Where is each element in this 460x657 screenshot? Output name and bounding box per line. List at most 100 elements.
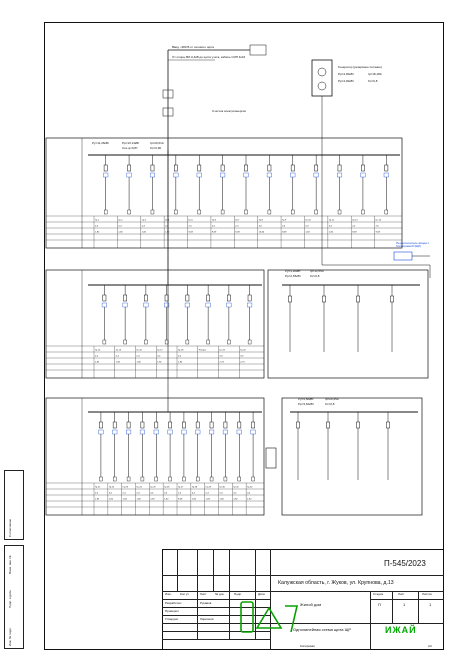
load-terminal bbox=[384, 209, 389, 215]
section1-param-4: Cos φ=0,87 bbox=[122, 146, 138, 150]
generator-box bbox=[311, 59, 333, 97]
load-current: 1,82 bbox=[142, 232, 147, 234]
load-current: 1,82 bbox=[95, 362, 100, 364]
section2-right-panel bbox=[267, 269, 429, 379]
load-name: Гр.16 bbox=[137, 350, 143, 352]
section2-param-3: Pр=2,56кВт bbox=[285, 274, 301, 278]
breaker-1-8 bbox=[267, 164, 272, 172]
load-terminal bbox=[102, 339, 107, 345]
breaker-2-8 bbox=[247, 294, 252, 302]
load-current: 1,82 bbox=[137, 362, 142, 364]
load-terminal bbox=[140, 476, 145, 482]
stage-value: П bbox=[378, 602, 381, 607]
load-name: Гр.3 bbox=[142, 220, 147, 222]
section2-param-4: Kс=0,8 bbox=[310, 274, 320, 278]
load-power: 0,4 bbox=[137, 356, 141, 358]
main-breaker bbox=[162, 107, 174, 117]
right-breaker bbox=[288, 295, 292, 303]
right-breaker-3 bbox=[386, 421, 390, 429]
breaker-tag bbox=[139, 429, 145, 435]
load-terminal bbox=[154, 476, 158, 482]
breaker-tag bbox=[173, 172, 179, 178]
load-current: 1,82 bbox=[95, 499, 100, 501]
breaker-tag bbox=[195, 429, 201, 435]
breaker-tag bbox=[243, 172, 249, 178]
role-approved: Утвердил bbox=[165, 617, 179, 621]
load-current: 1,82 bbox=[178, 362, 183, 364]
load-terminal bbox=[206, 339, 210, 345]
breaker-1-12 bbox=[361, 164, 365, 172]
load-name: Гр.18 bbox=[178, 350, 184, 352]
section1-param-3: Iр=20,61А bbox=[150, 141, 164, 145]
breaker-1-4 bbox=[173, 164, 178, 172]
generator-symbol-1 bbox=[317, 67, 327, 77]
breaker-3-4 bbox=[140, 421, 145, 429]
load-terminal bbox=[314, 209, 318, 215]
breaker-1-6 bbox=[220, 164, 225, 172]
load-terminal bbox=[150, 209, 155, 215]
load-terminal bbox=[164, 339, 169, 345]
breaker-2-2 bbox=[123, 294, 127, 302]
breaker-tag bbox=[196, 172, 202, 178]
load-power: 0,4 bbox=[247, 493, 251, 495]
load-terminal bbox=[209, 476, 214, 482]
load-terminal bbox=[227, 339, 231, 345]
generator-param-3: Pр=4,00кВт bbox=[338, 79, 354, 83]
role-checked: Проверил bbox=[165, 609, 179, 613]
head-label-doc: № док. bbox=[215, 592, 225, 596]
breaker-3-12 bbox=[251, 421, 255, 429]
sheets-value: 1 bbox=[429, 602, 432, 607]
load-current: 1,82 bbox=[116, 362, 121, 364]
load-power: 0,4 bbox=[142, 226, 146, 228]
load-name: Гр.20 bbox=[240, 350, 246, 352]
breaker-tag bbox=[167, 429, 173, 435]
load-power: 0,4 bbox=[109, 493, 113, 495]
meter-box bbox=[162, 89, 174, 99]
generator-symbol-2 bbox=[317, 81, 327, 91]
breaker-2-7 bbox=[227, 294, 231, 302]
load-current: 9,09 bbox=[189, 232, 194, 234]
right-breaker-3 bbox=[326, 421, 330, 429]
load-current: 13,64 bbox=[259, 232, 265, 234]
right-breaker bbox=[356, 295, 360, 303]
section1-param-5: Kс=0,90 bbox=[150, 146, 162, 150]
breaker-tag bbox=[98, 429, 104, 435]
load-name: Гр.8 bbox=[259, 220, 264, 222]
section-frame-1 bbox=[45, 137, 403, 249]
load-power: 0,4 bbox=[116, 356, 120, 358]
load-name: Гр.14 bbox=[95, 350, 101, 352]
breaker-tag bbox=[236, 429, 242, 435]
load-name: Гр.1 bbox=[95, 220, 100, 222]
breaker-tag bbox=[222, 429, 228, 435]
drawing-frame bbox=[44, 22, 444, 650]
breaker-tag bbox=[337, 172, 343, 178]
breaker-1-3 bbox=[150, 164, 155, 172]
generator-label: Генератор (резервное питание) bbox=[338, 65, 382, 69]
breaker-3-9 bbox=[209, 421, 214, 429]
load-terminal bbox=[244, 209, 248, 215]
load-power: 0,4 bbox=[118, 226, 122, 228]
breaker-2-6 bbox=[206, 294, 210, 302]
breaker-tag bbox=[209, 429, 215, 435]
section-frame-3 bbox=[45, 397, 265, 516]
load-power: 0,4 bbox=[305, 226, 309, 228]
breaker-tag bbox=[226, 302, 232, 308]
load-terminal bbox=[127, 209, 131, 215]
section1-param-2: Pр=10,13кВт bbox=[122, 141, 140, 145]
load-current: 1,82 bbox=[329, 232, 334, 234]
load-power: 2,0 bbox=[235, 226, 239, 228]
load-power: 0,4 bbox=[220, 493, 224, 495]
sheets-label: Листов bbox=[422, 592, 432, 596]
load-power: 0,4 bbox=[164, 493, 168, 495]
breaker-1-11 bbox=[337, 164, 342, 172]
load-terminal bbox=[196, 476, 200, 482]
load-power: 2,0 bbox=[189, 226, 193, 228]
load-name: Гр.25 bbox=[150, 487, 156, 489]
breaker-tag bbox=[101, 302, 107, 308]
section3-param-2: Iр=20,45А bbox=[325, 397, 339, 401]
section2-param-1: Pу=3,20кВт bbox=[285, 269, 301, 273]
breaker-tag bbox=[126, 429, 132, 435]
load-current: 1,82 bbox=[109, 499, 114, 501]
breaker-tag bbox=[149, 172, 155, 178]
